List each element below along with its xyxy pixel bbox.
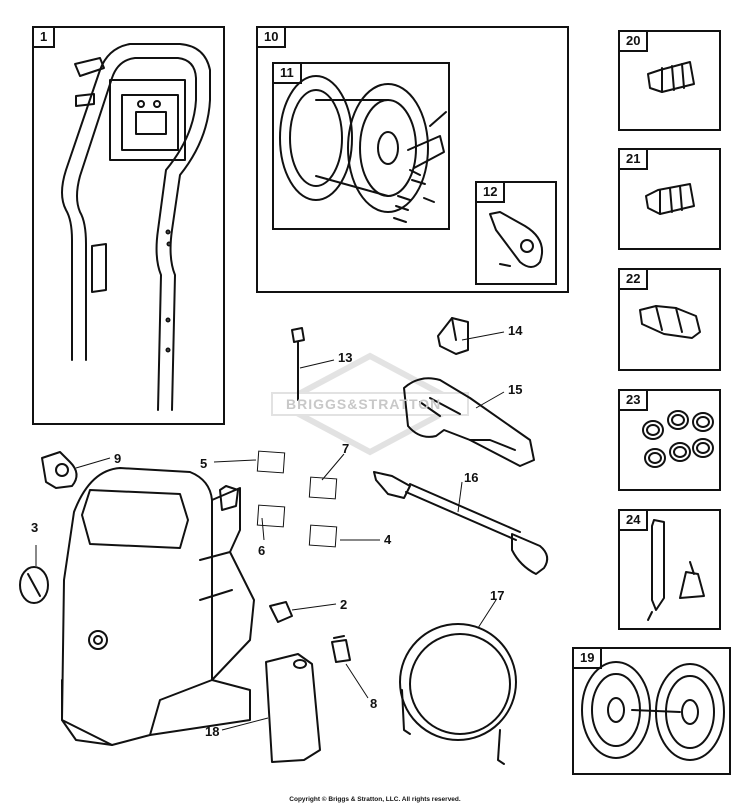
hose-17-drawing <box>399 623 517 765</box>
pressure-washer-body-drawing <box>61 467 255 746</box>
part-box-12: 12 <box>475 181 557 285</box>
part-box-21: 21 <box>618 148 721 250</box>
part-label-10: 10 <box>258 28 287 48</box>
copyright-footer: Copyright © Briggs & Stratton, LLC. All … <box>289 796 461 803</box>
clip-9-drawing <box>41 451 78 489</box>
callout-16: 16 <box>464 470 479 485</box>
adapter-2-drawing <box>269 601 293 623</box>
callout-9: 9 <box>114 451 122 466</box>
part-box-1: 1 <box>32 26 225 425</box>
callout-14: 14 <box>508 323 523 338</box>
hose-reel-drawing <box>279 75 447 223</box>
part-label-23: 23 <box>620 391 649 411</box>
part-label-19: 19 <box>574 649 603 669</box>
fitting-20-drawing <box>647 61 695 93</box>
o-rings-23-drawing <box>642 410 714 468</box>
callout-18: 18 <box>205 724 220 739</box>
fitting-8-drawing <box>331 635 351 663</box>
callout-15: 15 <box>508 382 523 397</box>
decal-7-rect <box>308 476 338 500</box>
callout-5: 5 <box>200 456 208 471</box>
callout-3: 3 <box>31 520 39 535</box>
callout-8: 8 <box>370 696 378 711</box>
wand-16-drawing <box>373 471 549 575</box>
part-label-24: 24 <box>620 511 649 531</box>
leader-lines <box>35 331 505 731</box>
part-box-11: 11 <box>272 62 450 230</box>
part-label-11: 11 <box>274 64 302 84</box>
callout-17: 17 <box>490 588 505 603</box>
part-label-20: 20 <box>620 32 649 52</box>
part-box-10: 10 <box>256 26 569 293</box>
part-label-12: 12 <box>477 183 506 203</box>
callout-6: 6 <box>258 543 266 558</box>
decals-drawing <box>256 450 338 548</box>
wheels-19-drawing <box>581 661 725 761</box>
knob-3-drawing <box>19 566 49 604</box>
decal-4-rect <box>308 524 338 548</box>
cleaning-tools-24-drawing <box>647 519 705 621</box>
part-box-24: 24 <box>618 509 721 630</box>
fitting-21-drawing <box>645 183 695 215</box>
cover-18-drawing <box>265 653 321 763</box>
watermark-text: BRIGGS&STRATTON <box>286 396 442 412</box>
part-box-23: 23 <box>618 389 721 491</box>
decal-5-rect <box>256 450 286 474</box>
handle-frame-drawing <box>61 43 211 411</box>
part-box-22: 22 <box>618 268 721 371</box>
watermark-logo <box>271 352 469 456</box>
part-label-22: 22 <box>620 270 649 290</box>
reel-handle-drawing <box>489 211 544 268</box>
part-box-19: 19 <box>572 647 731 775</box>
callout-13: 13 <box>338 350 353 365</box>
part-label-1: 1 <box>34 28 56 48</box>
spray-gun-15-drawing <box>403 377 535 467</box>
callout-2: 2 <box>340 597 348 612</box>
turbo-nozzle-22-drawing <box>639 305 701 339</box>
part-13-drawing <box>291 327 305 401</box>
part-label-21: 21 <box>620 150 649 170</box>
part-box-20: 20 <box>618 30 721 131</box>
bracket-14-drawing <box>437 317 469 355</box>
decal-6-rect <box>256 504 286 528</box>
callout-7: 7 <box>342 441 350 456</box>
callout-4: 4 <box>384 532 392 547</box>
